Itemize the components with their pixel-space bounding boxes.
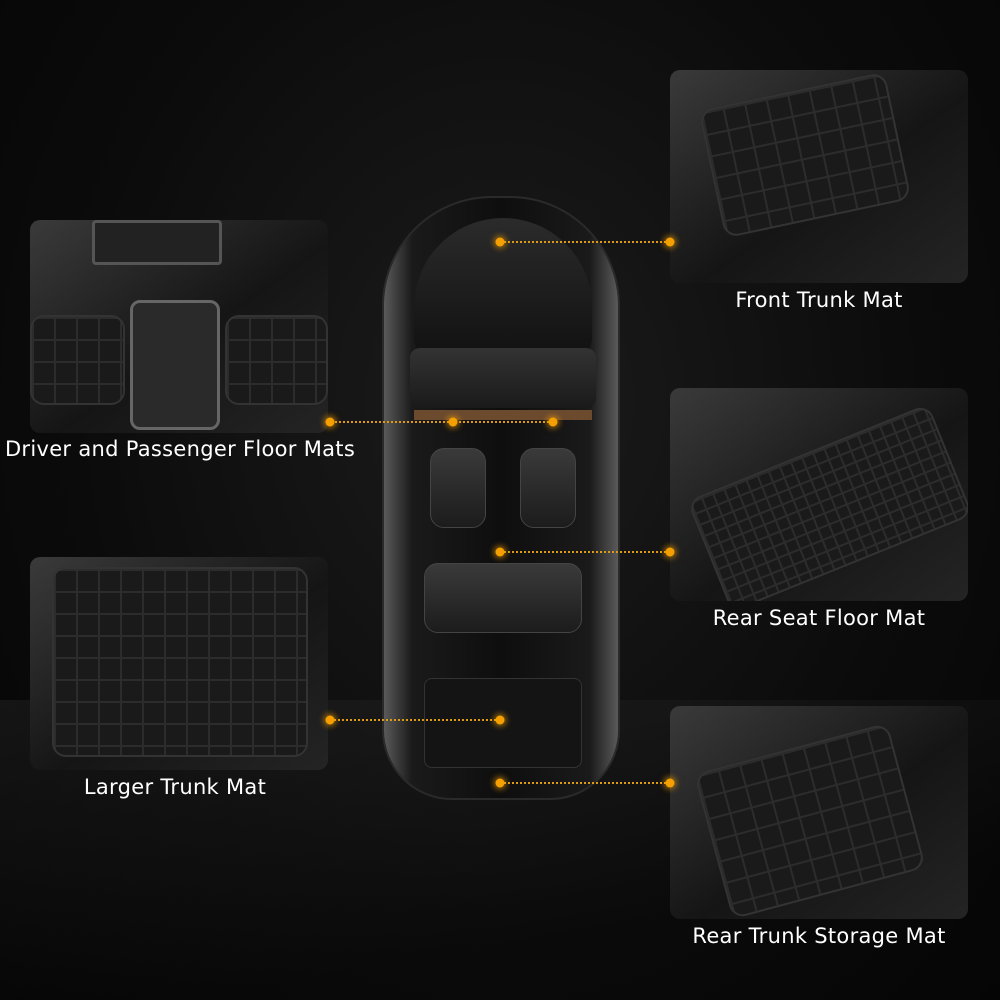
hotspot-dot (548, 417, 558, 427)
hotspot-dot (495, 778, 505, 788)
connector-line (500, 782, 670, 784)
hotspot-dot (495, 715, 505, 725)
rear-seat-floor-mat-image (670, 388, 968, 601)
front-trunk-mat-image (670, 70, 968, 283)
rear-trunk-storage-mat-image (670, 706, 968, 919)
driver-seat (430, 448, 486, 528)
rear-seat (424, 563, 582, 633)
connector-line (330, 719, 500, 721)
rear-trunk-storage-mat-label: Rear Trunk Storage Mat (692, 924, 946, 948)
hotspot-dot (448, 417, 458, 427)
connector-line (330, 421, 553, 423)
connector-line (500, 551, 670, 553)
hotspot-dot (325, 715, 335, 725)
passenger-seat (520, 448, 576, 528)
car-windshield (410, 348, 596, 408)
hotspot-dot (665, 237, 675, 247)
hotspot-dot (495, 547, 505, 557)
hotspot-dot (495, 237, 505, 247)
front-trunk-mat-label: Front Trunk Mat (735, 288, 903, 312)
larger-trunk-mat-image (30, 557, 328, 770)
car-dashboard (414, 410, 592, 420)
car-trunk (424, 678, 582, 768)
floor-mats-image (30, 220, 328, 433)
floor-mats-label: Driver and Passenger Floor Mats (4, 437, 356, 461)
larger-trunk-mat-label: Larger Trunk Mat (83, 775, 267, 799)
hotspot-dot (665, 547, 675, 557)
hotspot-dot (325, 417, 335, 427)
car-top-view-image (382, 196, 620, 800)
rear-seat-floor-mat-label: Rear Seat Floor Mat (712, 606, 926, 630)
connector-line (500, 241, 670, 243)
hotspot-dot (665, 778, 675, 788)
